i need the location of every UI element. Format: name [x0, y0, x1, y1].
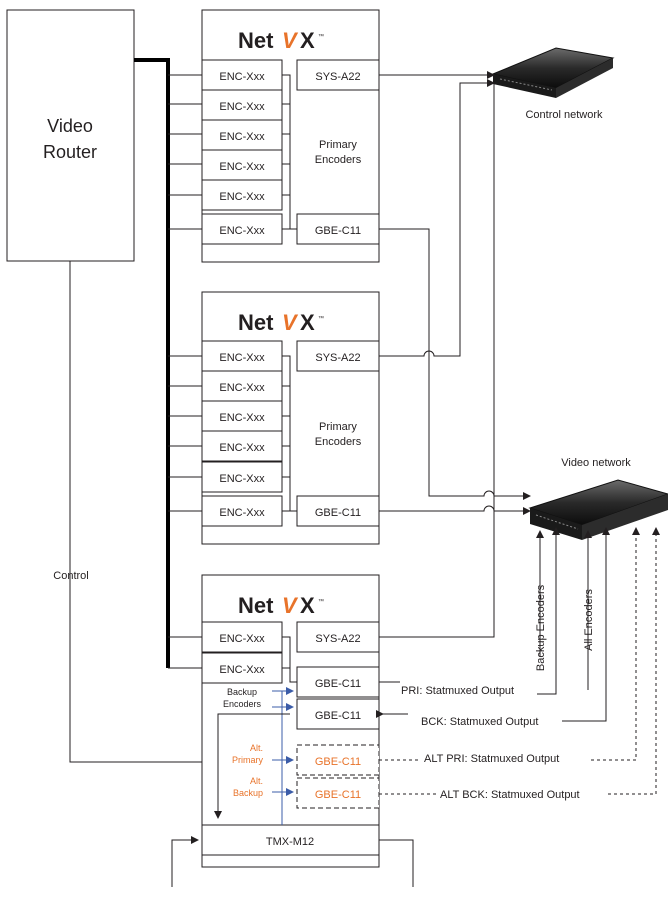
- svg-text:ENC-Xxx: ENC-Xxx: [219, 225, 265, 237]
- svg-text:™: ™: [318, 315, 324, 322]
- statmux-outputs: PRI: Statmuxed Output BCK: Statmuxed Out…: [379, 528, 656, 801]
- tmx-m12-label: TMX-M12: [266, 836, 314, 848]
- video-network-links: [379, 229, 530, 511]
- gbe-c11-alt-backup-label: GBE-C11: [315, 789, 361, 801]
- control-network-switch: [493, 48, 613, 98]
- svg-text:™: ™: [318, 598, 324, 605]
- svg-text:X: X: [300, 593, 315, 618]
- video-network-label: Video network: [561, 457, 631, 469]
- encoder-list-1: ENC-Xxx ENC-Xxx ENC-Xxx ENC-Xxx ENC-Xxx …: [202, 60, 282, 244]
- svg-text:X: X: [300, 310, 315, 335]
- sys-a22-label: SYS-A22: [315, 71, 360, 83]
- netvx-chassis-3: Net V X ™ ENC-Xxx ENC-Xxx SYS-A22 GBE-C1…: [202, 575, 379, 867]
- svg-text:Net: Net: [238, 593, 274, 618]
- svg-text:ENC-Xxx: ENC-Xxx: [219, 633, 265, 645]
- svg-text:ENC-Xxx: ENC-Xxx: [219, 352, 265, 364]
- bck-output-label: BCK: Statmuxed Output: [421, 716, 538, 728]
- svg-text:Encoders: Encoders: [315, 154, 362, 166]
- svg-text:Primary: Primary: [232, 755, 263, 765]
- svg-text:V: V: [282, 593, 299, 618]
- svg-text:ENC-Xxx: ENC-Xxx: [219, 507, 265, 519]
- tmx-input-line: [172, 840, 198, 887]
- sys-a22-label: SYS-A22: [315, 633, 360, 645]
- control-network-links: [379, 75, 494, 637]
- svg-text:ENC-Xxx: ENC-Xxx: [219, 382, 265, 394]
- svg-text:Encoders: Encoders: [315, 436, 362, 448]
- svg-text:X: X: [300, 28, 315, 53]
- gbe-c11-alt-primary-label: GBE-C11: [315, 756, 361, 768]
- gbe-c11-label: GBE-C11: [315, 507, 361, 519]
- pri-output-label: PRI: Statmuxed Output: [401, 685, 514, 697]
- router-output-bus: [134, 60, 168, 668]
- svg-text:ENC-Xxx: ENC-Xxx: [219, 101, 265, 113]
- control-network-label: Control network: [525, 109, 603, 121]
- svg-text:ENC-Xxx: ENC-Xxx: [219, 131, 265, 143]
- netvx-chassis-1: Net V X ™ ENC-Xxx ENC-Xxx ENC-Xxx ENC-Xx…: [202, 10, 379, 262]
- primary-encoders-label: Primary: [319, 421, 357, 433]
- svg-text:™: ™: [318, 33, 324, 40]
- backup-encoders-vertical-label: Backup Encoders: [535, 584, 547, 671]
- alt-primary-label: Alt.: [250, 743, 263, 753]
- backup-encoders-label: Backup: [227, 687, 257, 697]
- alt-pri-output-label: ALT PRI: Statmuxed Output: [424, 753, 559, 765]
- router-label-line1: Video: [47, 116, 93, 136]
- encoder-feeds: Backup Encoders All Encoders: [535, 531, 595, 690]
- sys-a22-label: SYS-A22: [315, 352, 360, 364]
- svg-text:Net: Net: [238, 28, 274, 53]
- svg-text:ENC-Xxx: ENC-Xxx: [219, 412, 265, 424]
- netvx-chassis-2: Net V X ™ ENC-Xxx ENC-Xxx ENC-Xxx ENC-Xx…: [202, 292, 379, 544]
- gbe-c11-label: GBE-C11: [315, 225, 361, 237]
- svg-text:Backup: Backup: [233, 788, 263, 798]
- svg-text:ENC-Xxx: ENC-Xxx: [219, 191, 265, 203]
- gbe-c11-bck-label: GBE-C11: [315, 710, 361, 722]
- alt-bck-output-label: ALT BCK: Statmuxed Output: [440, 789, 580, 801]
- primary-encoders-label: Primary: [319, 139, 357, 151]
- control-label: Control: [53, 570, 88, 582]
- svg-text:V: V: [282, 28, 299, 53]
- svg-text:ENC-Xxx: ENC-Xxx: [219, 442, 265, 454]
- svg-text:Net: Net: [238, 310, 274, 335]
- router-label-line2: Router: [43, 142, 97, 162]
- router-to-chassis3-links: [168, 637, 202, 668]
- alt-backup-label: Alt.: [250, 776, 263, 786]
- svg-text:V: V: [282, 310, 299, 335]
- svg-text:ENC-Xxx: ENC-Xxx: [219, 71, 265, 83]
- encoder-list-2: ENC-Xxx ENC-Xxx ENC-Xxx ENC-Xxx ENC-Xxx …: [202, 341, 282, 526]
- svg-text:ENC-Xxx: ENC-Xxx: [219, 161, 265, 173]
- gbe-c11-pri-label: GBE-C11: [315, 678, 361, 690]
- all-encoders-vertical-label: All Encoders: [583, 589, 595, 651]
- router-to-chassis1-links: [168, 75, 202, 229]
- video-router: Video Router: [7, 10, 134, 261]
- svg-text:Encoders: Encoders: [223, 699, 262, 709]
- tmx-output-line: [379, 840, 413, 887]
- svg-text:ENC-Xxx: ENC-Xxx: [219, 473, 265, 485]
- video-network-switch: [530, 480, 668, 540]
- router-to-chassis2-links: [168, 356, 202, 511]
- svg-text:ENC-Xxx: ENC-Xxx: [219, 664, 265, 676]
